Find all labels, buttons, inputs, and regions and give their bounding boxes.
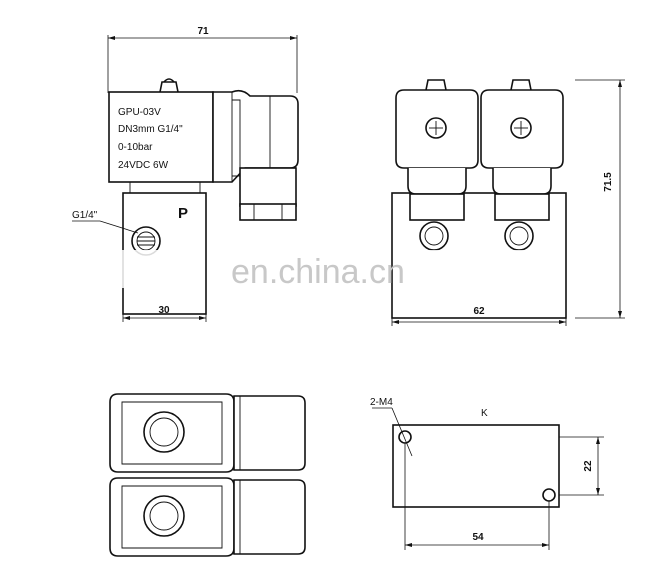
arrow [199,316,206,320]
top-plug-upper [233,395,306,471]
leader-m4 [391,407,413,457]
dim-22-label: 22 [583,460,594,472]
dim-54-label: 54 [472,532,484,543]
arrow [618,80,622,87]
arrow [123,316,130,320]
stem-left [407,168,467,195]
stem-right [492,168,552,195]
nut-left [409,193,465,221]
mount-hole-2 [542,488,556,502]
arrow [596,437,600,444]
port-right [504,221,534,251]
port-thread-label: G1/4" [72,210,98,221]
dim-30-label: 30 [158,305,170,316]
k-label: K [481,408,488,419]
port-right-inner [509,226,529,246]
clip-ring [163,78,175,83]
watermark-band: en.china.cn [115,250,562,291]
arrow [405,543,412,547]
coil-pressure: 0-10bar [118,142,153,153]
port-left [419,221,449,251]
bottom-view: 2-M4 K 22 54 [370,397,604,550]
coil-model: GPU-03V [118,107,161,118]
coil-power: 24VDC 6W [118,160,169,171]
top-view [109,393,306,557]
dim-71-label: 71 [197,26,209,37]
top-plug-lower [233,479,306,555]
top-coil-lower-inner [121,485,223,549]
gland-nut [239,203,297,221]
mount-hole-1 [398,430,412,444]
front-view: 71.5 62 [391,79,625,326]
arrow [108,36,115,40]
arrow [290,36,297,40]
mount-plate [392,424,560,508]
dim-71-5-label: 71.5 [603,172,614,192]
clip-top [159,81,179,93]
nut-right [494,193,550,221]
arrow [596,488,600,495]
arrow [559,320,566,324]
coil-body [108,91,214,183]
top-coil-lower-hole [149,501,179,531]
arrow [392,320,399,324]
port-left-inner [424,226,444,246]
leader-g14 [99,220,139,234]
watermark-text: en.china.cn [231,253,405,291]
plug-inner [232,99,241,177]
cable-gland [239,167,297,207]
coil-left-clip [425,79,447,91]
coil-right-clip [510,79,532,91]
arrow [542,543,549,547]
top-coil-upper-hole [149,417,179,447]
coil-size: DN3mm G1/4" [118,124,183,135]
dim-62-label: 62 [473,306,485,317]
arrow [618,311,622,318]
blur-patch [412,250,562,288]
blur-patch [115,250,205,288]
port-letter: P [178,205,188,222]
top-coil-upper-inner [121,401,223,465]
mount-holes-label: 2-M4 [370,397,393,408]
